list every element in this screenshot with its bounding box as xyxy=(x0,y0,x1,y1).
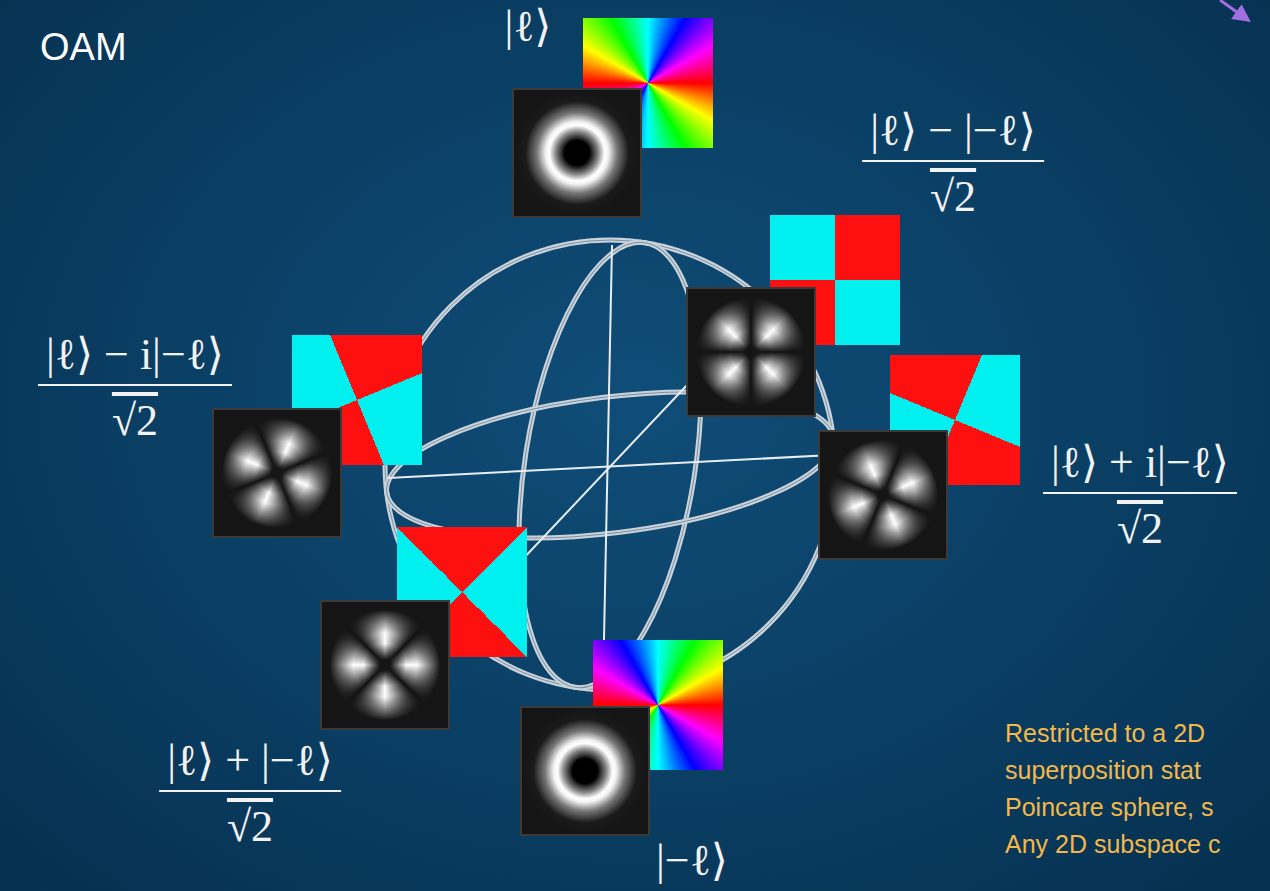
fraction-numerator: |ℓ⟩ + |−ℓ⟩ xyxy=(159,736,341,792)
fraction-denominator: √2 xyxy=(112,396,158,447)
intensity-image xyxy=(320,600,450,730)
fraction-denominator: √2 xyxy=(227,802,273,853)
fraction-denominator: √2 xyxy=(1117,504,1163,555)
ket-label: |ℓ⟩ xyxy=(504,2,551,53)
pointer-arrow xyxy=(1220,0,1248,20)
note-line: Any 2D subspace c xyxy=(1005,829,1220,859)
intensity-image xyxy=(520,706,650,836)
intensity-image xyxy=(686,287,816,417)
intensity-image xyxy=(818,430,948,560)
note-line: Poincare sphere, s xyxy=(1005,792,1213,822)
fraction-numerator: |ℓ⟩ + i|−ℓ⟩ xyxy=(1043,438,1237,494)
sphere-axes xyxy=(388,245,832,688)
ket-label: |−ℓ⟩ xyxy=(656,836,728,887)
note-line: Restricted to a 2D xyxy=(1005,718,1205,748)
fraction-numerator: |ℓ⟩ − i|−ℓ⟩ xyxy=(38,330,232,386)
note-line: superposition stat xyxy=(1005,755,1201,785)
intensity-image xyxy=(512,88,642,218)
fraction-numerator: |ℓ⟩ − |−ℓ⟩ xyxy=(862,106,1044,162)
slide-title: OAM xyxy=(40,26,127,69)
intensity-image xyxy=(212,408,342,538)
fraction-denominator: √2 xyxy=(930,172,976,223)
